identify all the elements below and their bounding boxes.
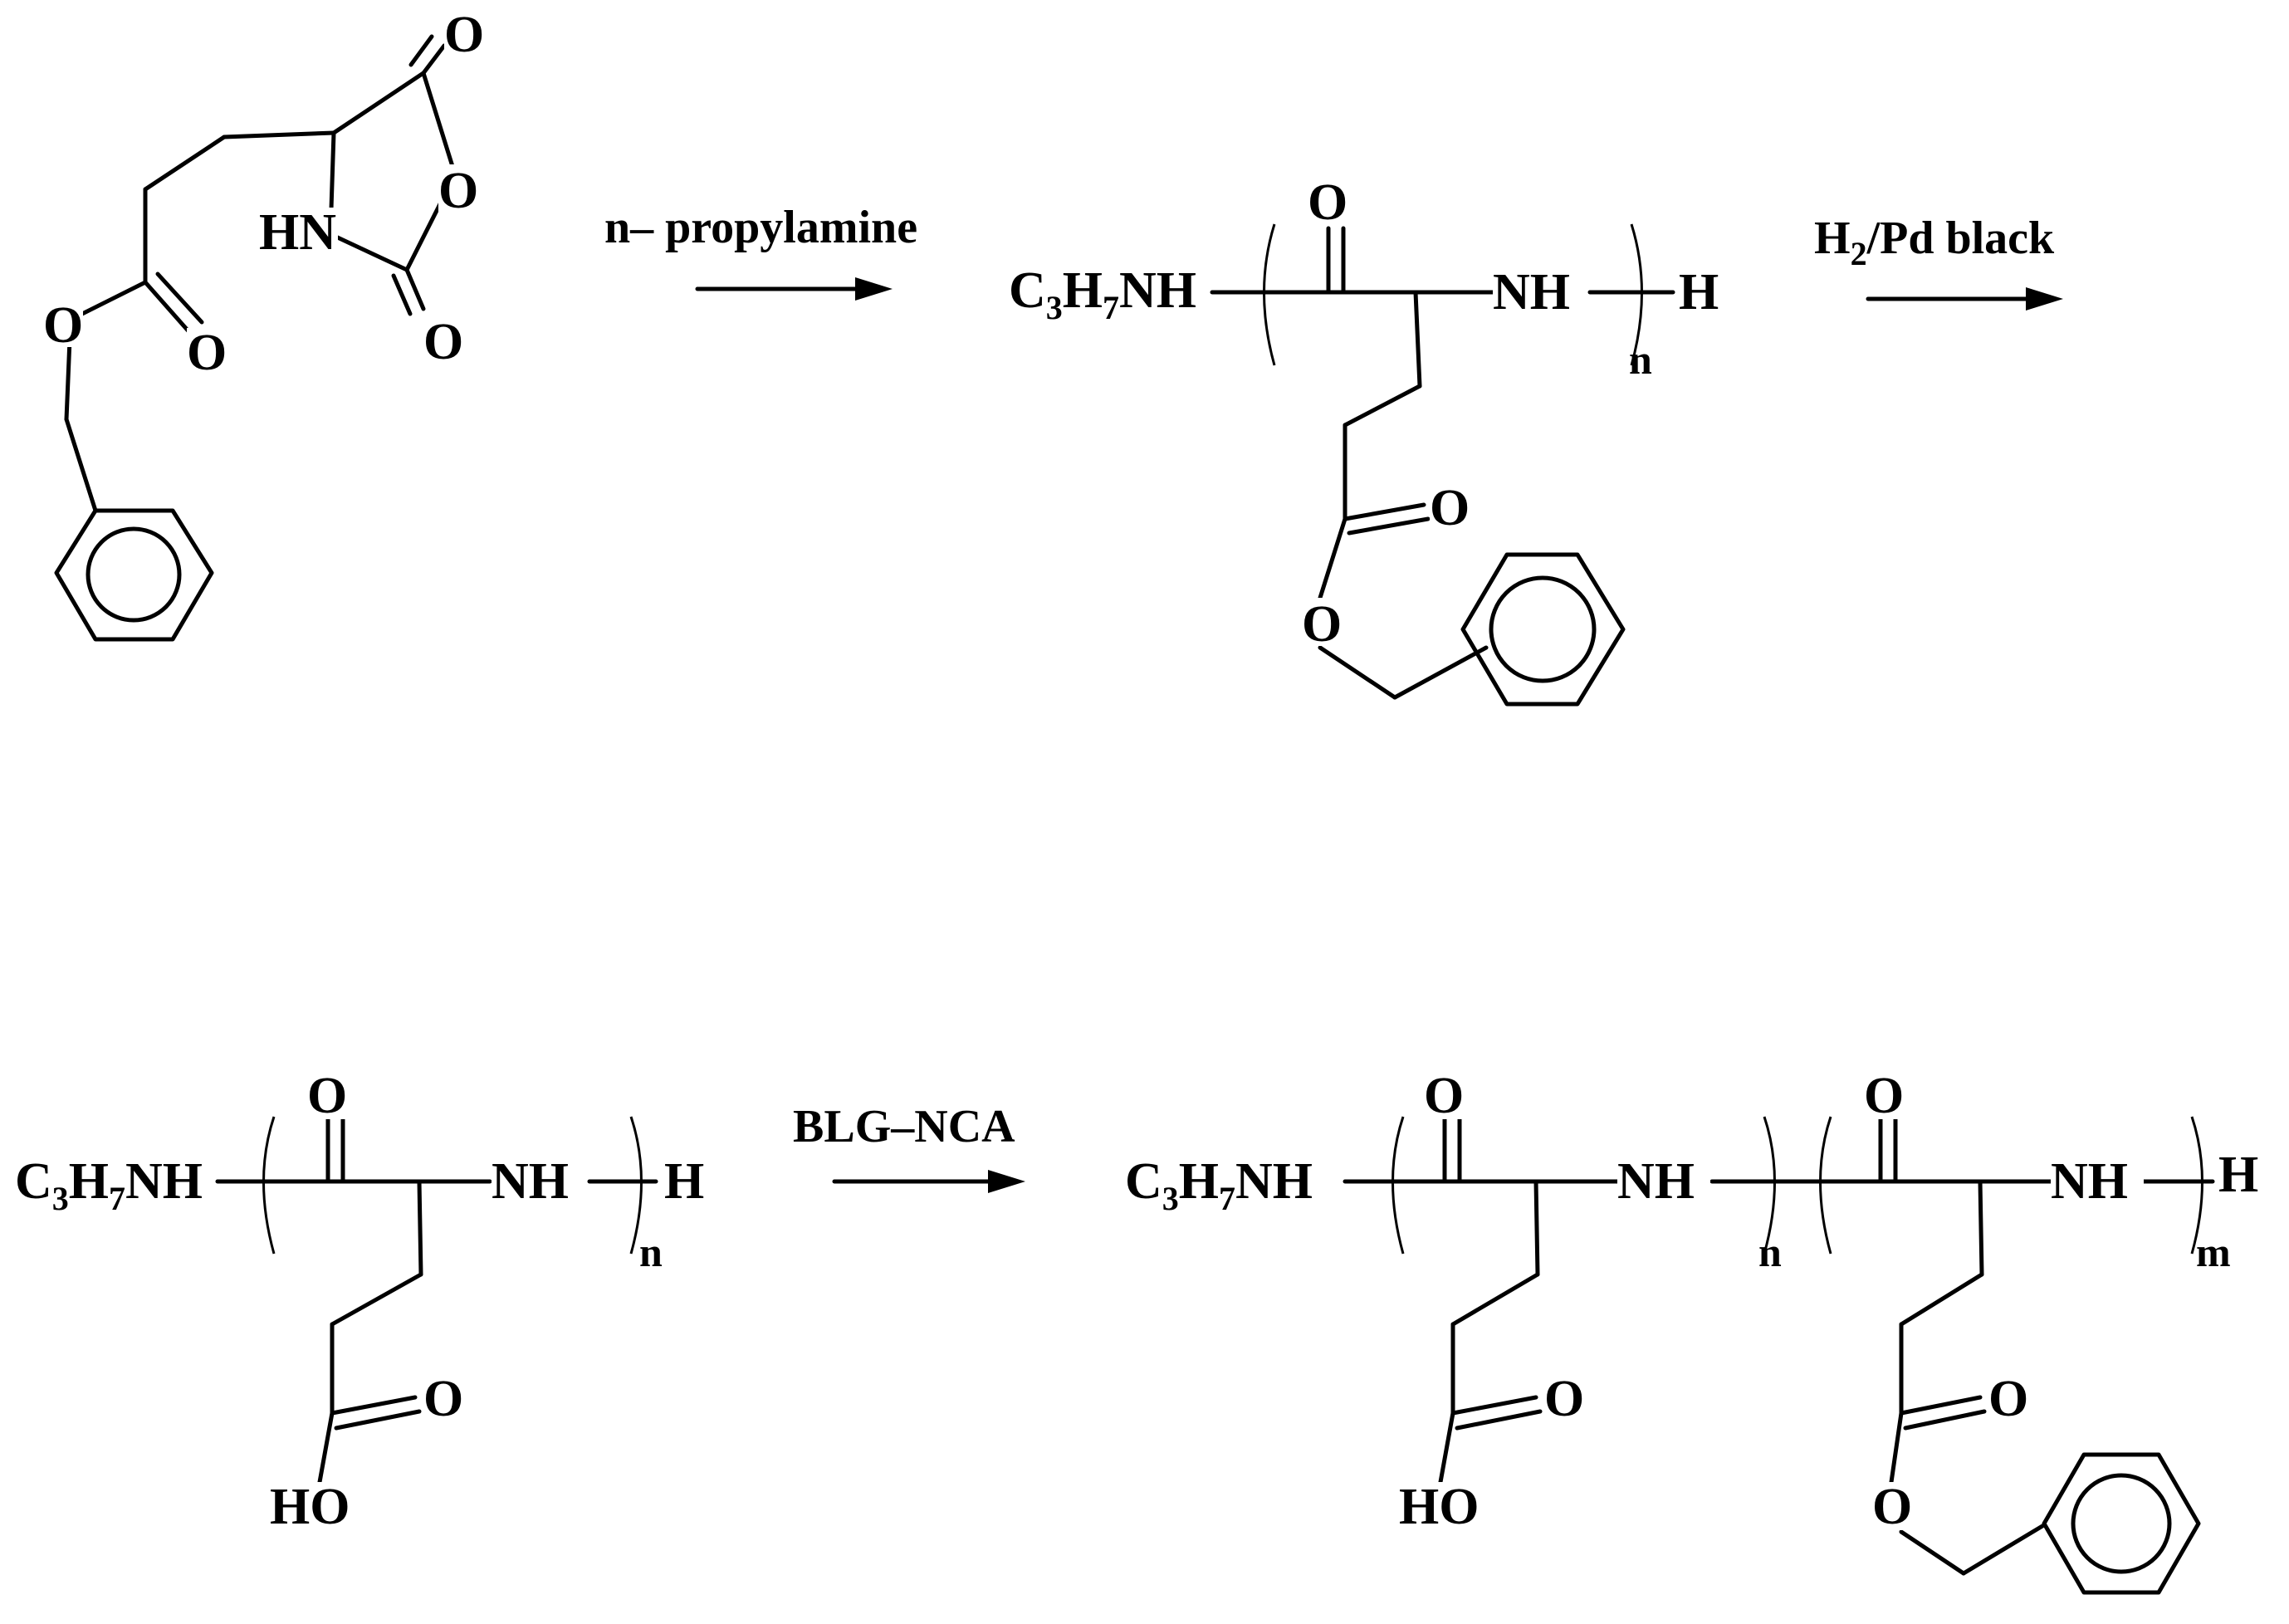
repeat-m: m: [2196, 1229, 2231, 1275]
atom-o-10: O: [423, 1371, 463, 1427]
reagent-blg-nca: BLG–NCA: [793, 1101, 1015, 1152]
atom-o-1: O: [444, 7, 484, 63]
end-group-c3h7nh-2: C3H7NH: [15, 1153, 203, 1217]
end-group-c3h7nh-1: C3H7NH: [1009, 262, 1196, 326]
atom-o-12: O: [1544, 1371, 1584, 1427]
atom-nh-1: NH: [1493, 264, 1570, 320]
repeat-n-2: n: [639, 1229, 663, 1275]
reaction-arrow-1: n– propylamine: [604, 202, 917, 301]
atom-nh-2: NH: [492, 1153, 569, 1210]
atom-ho-2: HO: [1399, 1479, 1479, 1535]
atom-o-7: O: [1430, 480, 1470, 536]
atom-h-3: H: [2218, 1147, 2258, 1203]
atom-h-1: H: [1679, 264, 1719, 320]
compound-pga: C3H7NH O NH H n O HO: [15, 1068, 704, 1535]
atom-o-14: O: [1988, 1371, 2028, 1427]
atom-o-3: O: [423, 314, 463, 370]
monomer-blg-nca: O O O HN O O: [43, 7, 484, 642]
atom-o-13: O: [1864, 1068, 1904, 1124]
reaction-arrow-2: H2/Pd black: [1814, 213, 2063, 311]
repeat-n-1: n: [1629, 336, 1652, 383]
atom-o-5: O: [43, 297, 83, 354]
atom-h-2: H: [664, 1153, 704, 1210]
reagent-h2-pd-black: H2/Pd black: [1814, 213, 2055, 272]
atom-o-9: O: [307, 1068, 347, 1124]
atom-o-15: O: [1872, 1479, 1912, 1535]
atom-ho-1: HO: [270, 1479, 350, 1535]
atom-o-2: O: [438, 163, 478, 219]
atom-o-4: O: [187, 325, 227, 381]
repeat-n-3: n: [1758, 1229, 1782, 1275]
atom-o-6: O: [1308, 174, 1347, 231]
atom-hn: HN: [259, 204, 336, 261]
reaction-arrow-3: BLG–NCA: [793, 1101, 1025, 1193]
compound-pblg: C3H7NH O NH H n O O: [1009, 174, 1719, 707]
compound-pga-b-pblg: C3H7NH O: [1125, 1068, 2258, 1595]
end-group-c3h7nh-3: C3H7NH: [1125, 1153, 1313, 1217]
atom-nh-4: NH: [2051, 1153, 2128, 1210]
atom-nh-3: NH: [1617, 1153, 1695, 1210]
atom-o-8: O: [1302, 596, 1342, 653]
reagent-n-propylamine: n– propylamine: [604, 202, 917, 253]
atom-o-11: O: [1424, 1068, 1464, 1124]
